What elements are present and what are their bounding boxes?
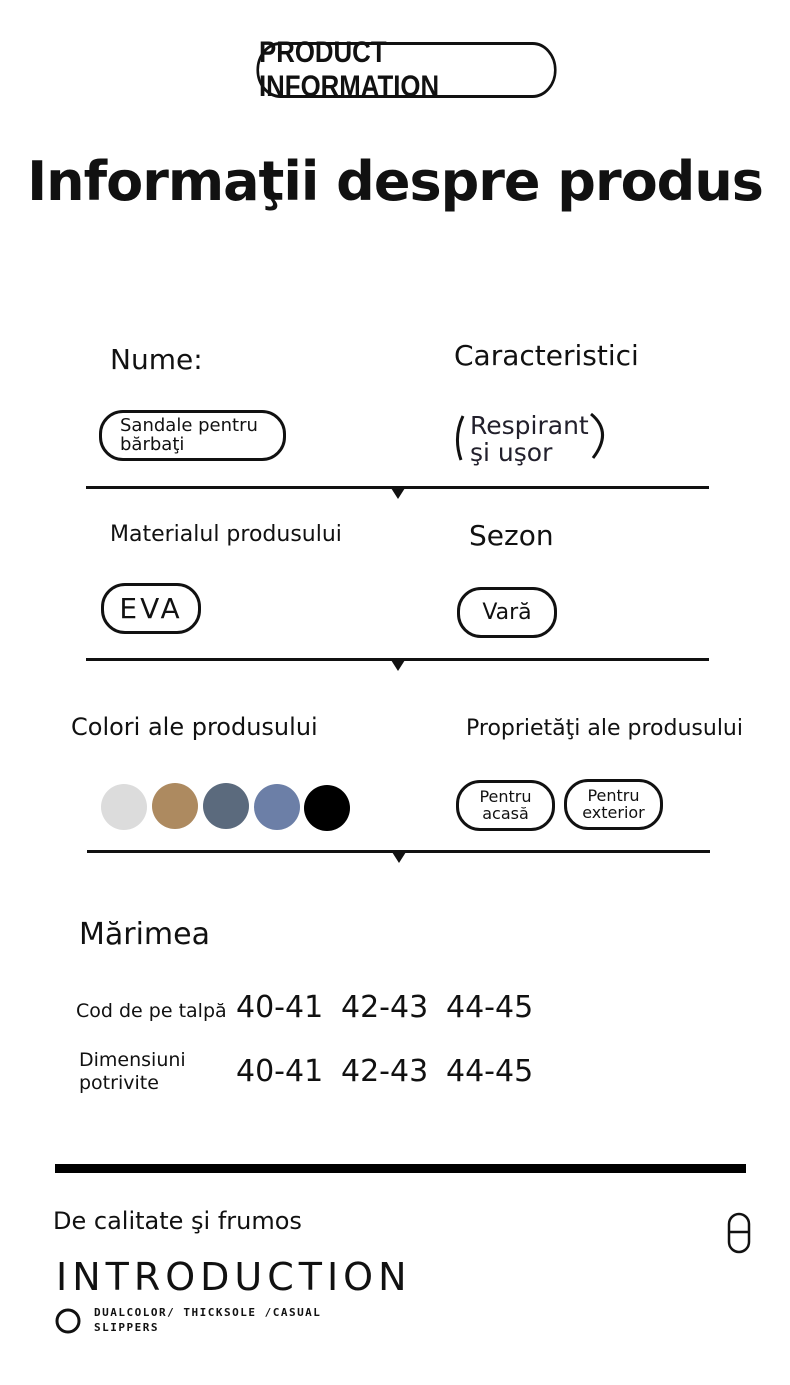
section-divider-2 [86, 658, 709, 661]
name-label: Nume: [110, 343, 203, 376]
section-divider-3 [87, 850, 710, 853]
name-value: Sandale pentru bărbaţi [120, 414, 258, 455]
properties-label: Proprietăţi ale produsului [466, 716, 743, 741]
property-home-line1: Pentru [479, 786, 532, 806]
features-bracket-icon [456, 412, 604, 461]
color-swatch-slate-gray [203, 783, 249, 829]
divider-arrow-2-icon [391, 660, 405, 671]
divider-arrow-3-icon [392, 852, 406, 863]
footer-divider-bar [55, 1164, 746, 1173]
season-label: Sezon [469, 519, 554, 552]
introduction-heading: INTRODUCTION [56, 1255, 412, 1299]
size-sole-value-1: 40-41 [236, 990, 324, 1025]
color-swatch-tan [152, 783, 198, 829]
features-value-pill: Respirant şi uşor [453, 410, 609, 468]
product-information-badge: PRODUCT INFORMATION [256, 36, 557, 103]
name-value-pill: Sandale pentru bărbaţi [99, 410, 286, 461]
features-value-line2: şi uşor [470, 438, 553, 467]
footer-subtitle: De calitate şi frumos [53, 1207, 302, 1235]
slipper-icon [727, 1212, 751, 1258]
material-value: EVA [119, 591, 183, 625]
property-pill-home: Pentru acasă [456, 780, 555, 831]
size-fit-value-2: 42-43 [341, 1054, 429, 1089]
size-sole-value-2: 42-43 [341, 990, 429, 1025]
size-sole-value-3: 44-45 [446, 990, 534, 1025]
property-outdoor-line1: Pentru [587, 785, 640, 805]
season-value: Vară [482, 599, 532, 625]
size-fit-value-1: 40-41 [236, 1054, 324, 1089]
colors-label: Colori ale produsului [71, 713, 318, 741]
size-row-fit-label-line2: potrivite [79, 1071, 159, 1094]
color-swatch-black [304, 785, 350, 831]
property-home-line2: acasă [482, 803, 529, 823]
size-fit-value-3: 44-45 [446, 1054, 534, 1089]
product-information-label: PRODUCT INFORMATION [259, 36, 440, 103]
season-value-pill: Vară [457, 587, 557, 638]
material-label: Materialul produsului [110, 522, 342, 547]
features-label: Caracteristici [454, 339, 639, 372]
features-value-line1: Respirant [470, 411, 589, 440]
color-swatch-blue-gray [254, 784, 300, 830]
size-row-sole-label: Cod de pe talpă [76, 1000, 236, 1023]
circle-bullet-icon [55, 1308, 81, 1338]
divider-arrow-1-icon [391, 488, 405, 499]
property-pill-outdoor: Pentru exterior [564, 779, 663, 830]
page-title: Informaţii despre produs [27, 150, 764, 213]
material-value-pill: EVA [101, 583, 201, 634]
size-title: Mărimea [79, 917, 211, 952]
color-swatch-light-gray [101, 784, 147, 830]
section-divider-1 [86, 486, 709, 489]
introduction-tagline: DUALCOLOR/ THICKSOLE /CASUAL SLIPPERS [94, 1306, 322, 1334]
size-row-fit-label-line1: Dimensiuni [79, 1049, 186, 1071]
property-outdoor-line2: exterior [582, 802, 645, 822]
size-row-sole-label-line1: Cod de pe talpă [76, 1000, 227, 1022]
size-row-fit-label: Dimensiuni potrivite [79, 1049, 229, 1095]
